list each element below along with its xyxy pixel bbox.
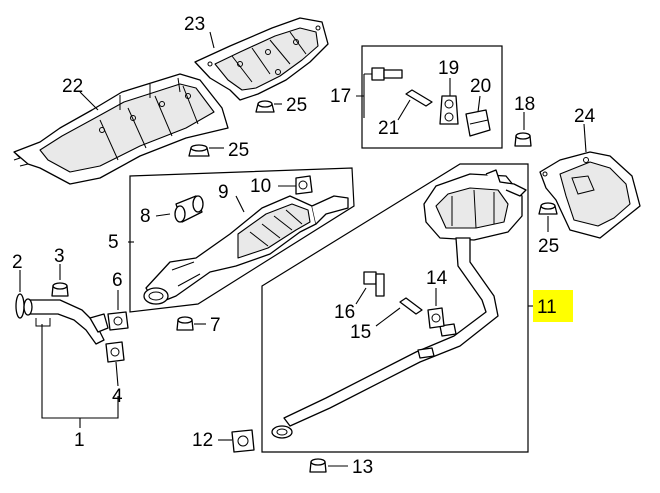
pin-21[interactable] [405, 89, 433, 107]
bracket-20[interactable] [465, 109, 491, 137]
callout-11: 11 [537, 297, 557, 318]
callout-1: 1 [74, 430, 85, 451]
callout-21: 21 [378, 118, 399, 139]
callout-5: 5 [108, 232, 119, 253]
callout-25-upper: 25 [286, 95, 307, 116]
callout-4: 4 [112, 386, 123, 407]
callout-22: 22 [62, 76, 83, 97]
callout-13: 13 [352, 457, 373, 478]
callout-18: 18 [514, 94, 535, 115]
nut-13[interactable] [309, 458, 327, 473]
callout-10: 10 [250, 176, 271, 197]
catalyst-group-box-5 [129, 167, 355, 313]
callout-23: 23 [184, 14, 205, 35]
callout-2: 2 [12, 252, 23, 273]
callout-25-lower: 25 [228, 140, 249, 161]
nut-25-lower[interactable] [188, 144, 210, 157]
callout-19: 19 [438, 58, 459, 79]
front-pipe-1[interactable] [23, 298, 109, 345]
callout-20: 20 [470, 76, 491, 97]
muffler-group-box-11 [261, 163, 529, 453]
heat-shield-22[interactable] [13, 73, 229, 185]
bolt-16[interactable] [363, 271, 385, 297]
heat-shield-23[interactable] [194, 17, 329, 101]
pin-15[interactable] [399, 297, 423, 315]
gasket-2[interactable] [15, 293, 25, 319]
sensor-8[interactable] [174, 195, 204, 223]
nut-18[interactable] [514, 132, 532, 147]
callout-16: 16 [334, 302, 355, 323]
hardware-group-box-17 [361, 45, 503, 149]
clamp-4[interactable] [105, 341, 125, 363]
hanger-19[interactable] [439, 95, 459, 125]
nut-25-right[interactable] [538, 202, 558, 215]
nut-7[interactable] [176, 316, 194, 331]
muffler-assembly-11[interactable] [271, 169, 527, 439]
callout-14: 14 [426, 268, 448, 289]
callout-24: 24 [574, 106, 596, 127]
nut-3[interactable] [51, 282, 69, 297]
heat-shield-24[interactable] [539, 151, 641, 239]
hanger-14[interactable] [427, 307, 445, 329]
gasket-6[interactable] [107, 311, 129, 331]
callout-12: 12 [192, 430, 213, 451]
bolt-17[interactable] [371, 67, 403, 81]
nut-25-upper[interactable] [255, 100, 275, 113]
hanger-10[interactable] [295, 175, 313, 195]
callout-9: 9 [218, 182, 229, 203]
leader-lines [19, 31, 587, 467]
callout-7: 7 [210, 315, 221, 336]
callout-25-right: 25 [538, 236, 559, 257]
gasket-12[interactable] [231, 429, 255, 453]
callout-15: 15 [350, 322, 371, 343]
catalytic-converter-9[interactable] [143, 195, 349, 305]
callout-6: 6 [112, 270, 123, 291]
callout-3: 3 [54, 246, 65, 267]
callout-17: 17 [330, 86, 351, 107]
callout-8: 8 [140, 206, 151, 227]
highlight-callout-11 [533, 290, 573, 322]
